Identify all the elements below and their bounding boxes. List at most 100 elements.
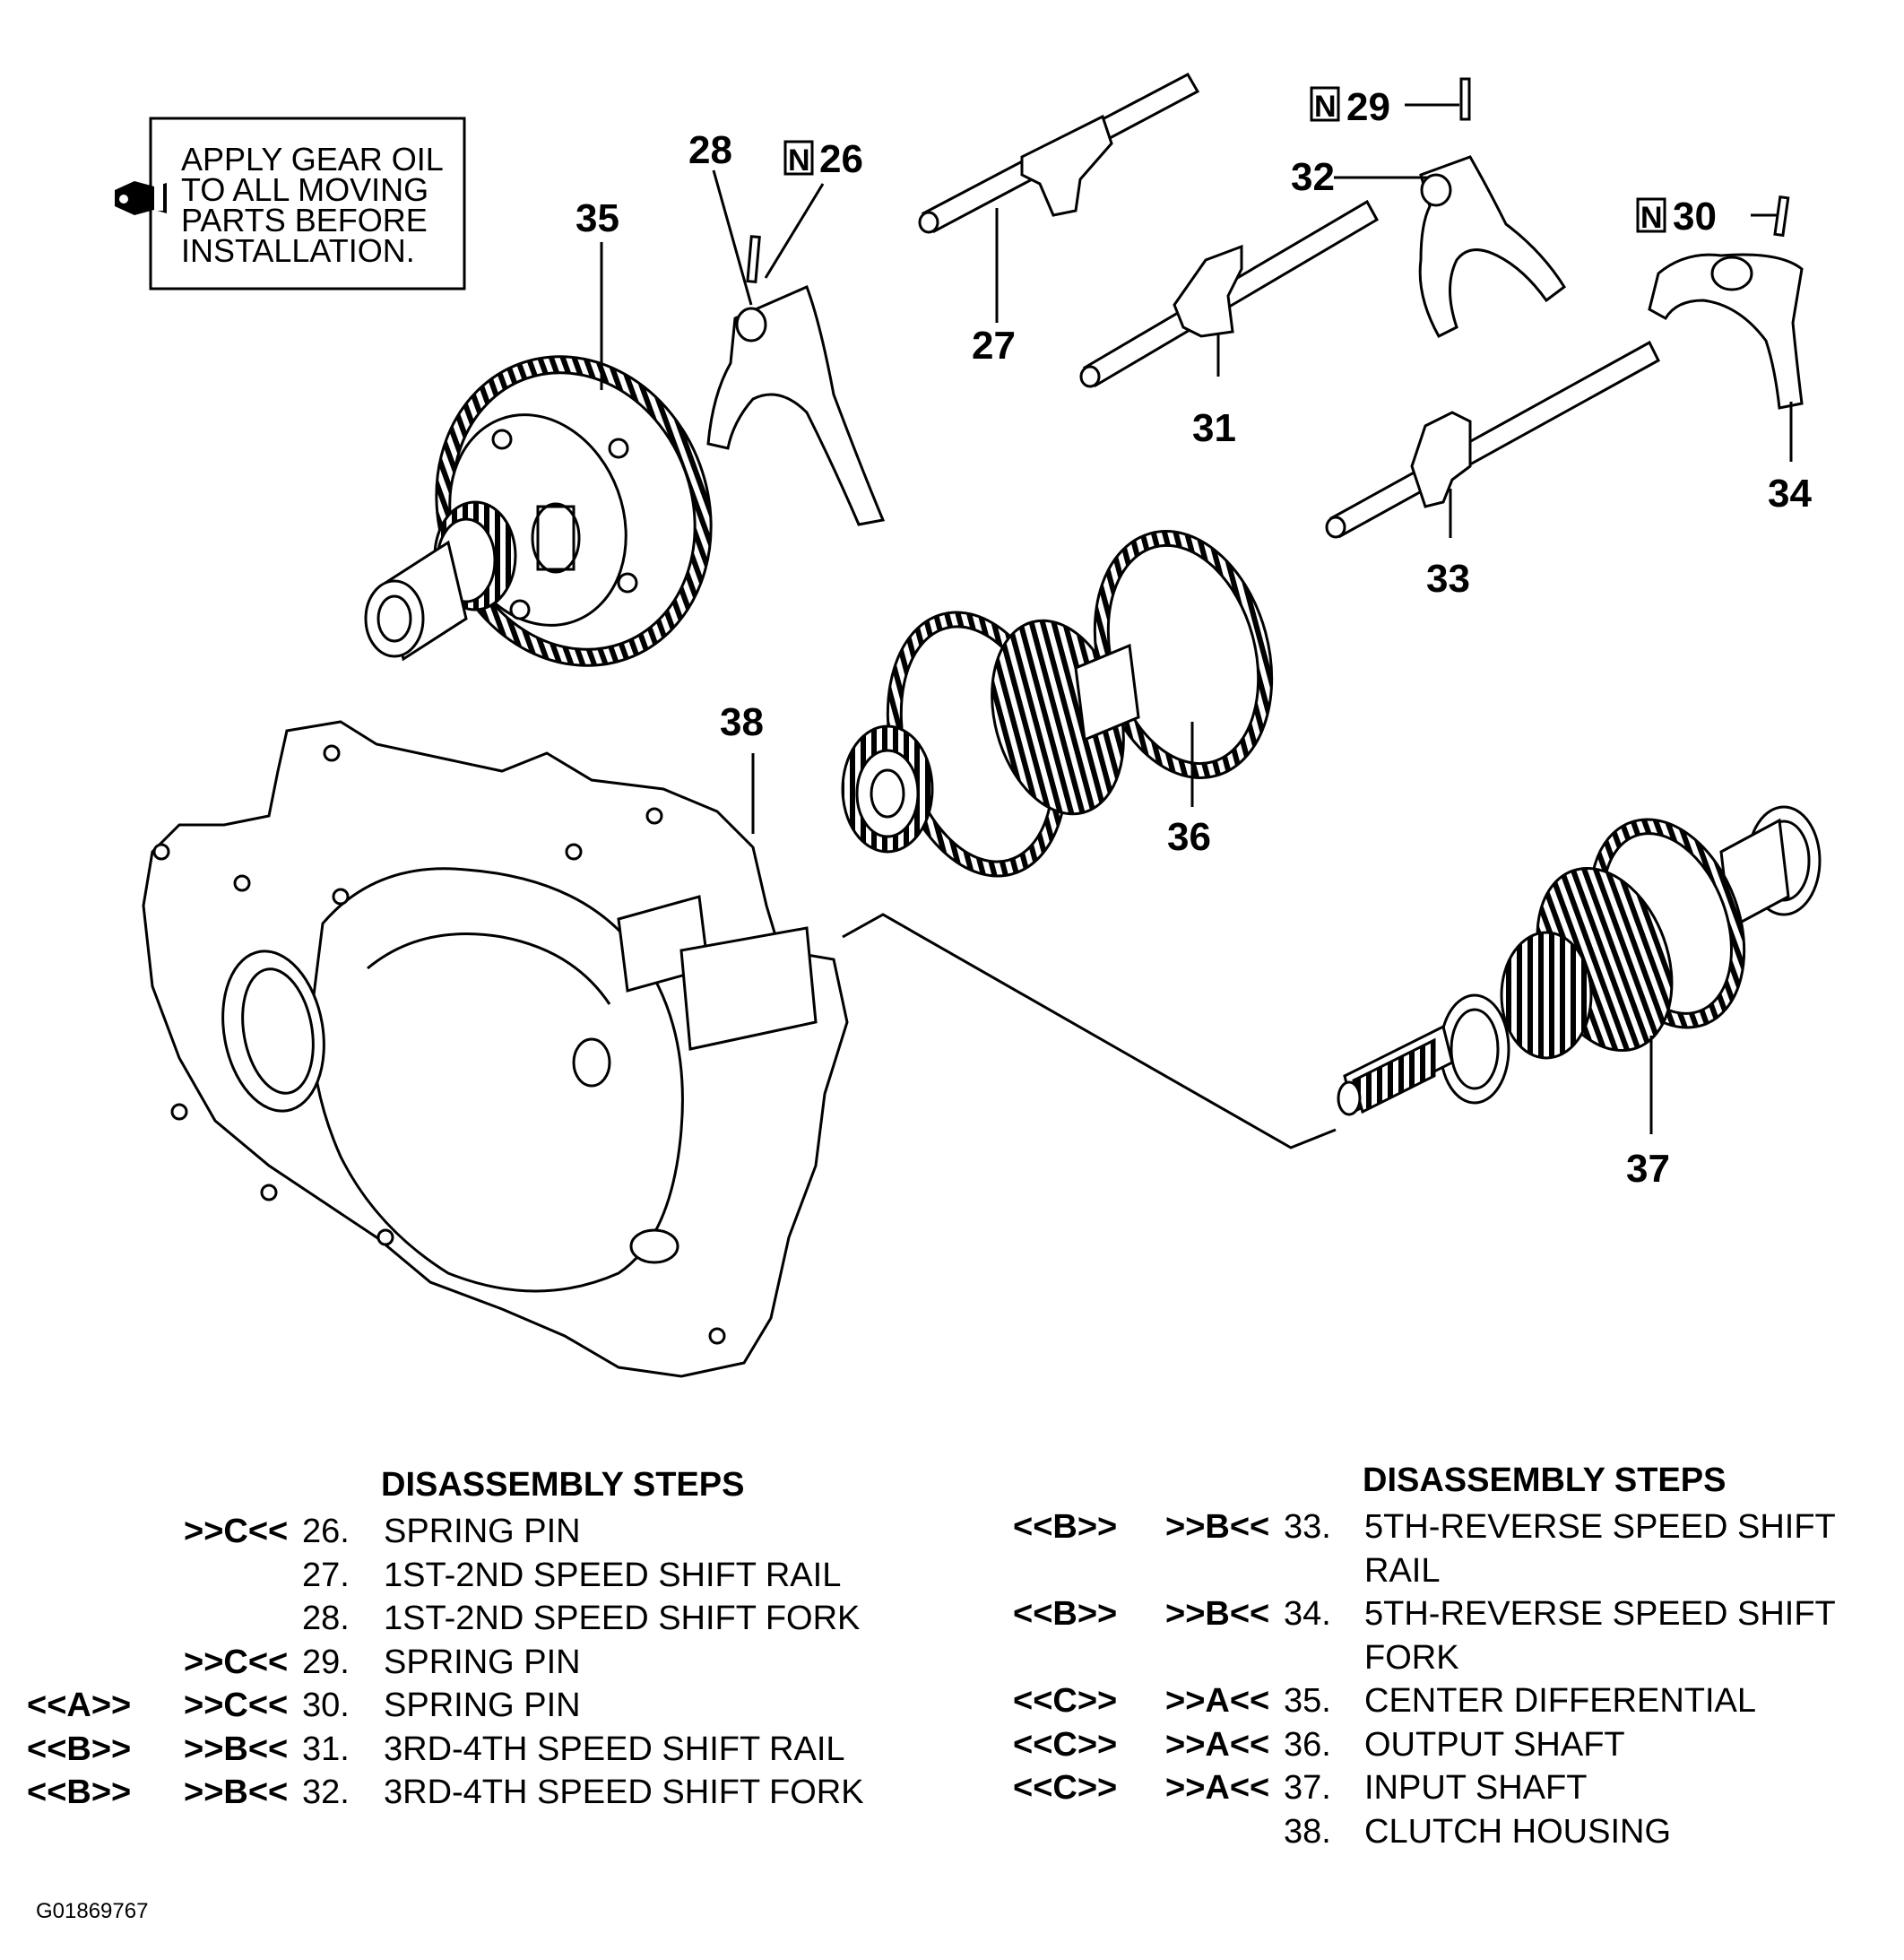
step-number: 33.: [1284, 1508, 1331, 1546]
step-text-continuation: FORK: [1364, 1638, 1459, 1677]
spring-pin-26: [746, 235, 761, 283]
step-number: 36.: [1284, 1725, 1331, 1764]
step-text: OUTPUT SHAFT: [1364, 1725, 1625, 1764]
callout-30: 30: [1673, 195, 1717, 238]
step-row: <<C>> >>A<< 37. INPUT SHAFT: [952, 1769, 1904, 1812]
callout-27: 27: [972, 324, 1016, 368]
step-marker-removal: <<B>>: [1013, 1508, 1118, 1546]
callout-36: 36: [1167, 815, 1211, 859]
callout-33: 33: [1426, 557, 1470, 601]
step-number: 34.: [1284, 1595, 1331, 1633]
callout-37: 37: [1626, 1147, 1670, 1191]
shift-rail-1st-2nd: [918, 73, 1200, 234]
note-line-4: INSTALLATION.: [181, 232, 415, 269]
step-marker-removal: <<B>>: [27, 1774, 132, 1811]
step-marker-install: >>B<<: [1165, 1508, 1270, 1546]
step-marker-install: >>A<<: [1165, 1769, 1270, 1807]
step-number: 27.: [302, 1556, 350, 1594]
center-differential: [364, 355, 713, 667]
step-marker-removal: <<C>>: [1013, 1769, 1118, 1807]
step-text: SPRING PIN: [384, 1643, 581, 1681]
leader-lines: [600, 103, 1793, 1149]
new-part-badge-29: N: [1310, 86, 1340, 124]
step-number: 32.: [302, 1774, 350, 1811]
step-row: 28. 1ST-2ND SPEED SHIFT FORK: [0, 1600, 952, 1643]
callout-26: 26: [819, 137, 863, 181]
step-marker-install: >>C<<: [184, 1513, 289, 1550]
callout-28: 28: [688, 128, 732, 172]
figure-id: G01869767: [36, 1899, 149, 1923]
step-row: <<B>> >>B<< 33. 5TH-REVERSE SPEED SHIFT: [952, 1508, 1904, 1551]
step-text: 1ST-2ND SPEED SHIFT FORK: [384, 1600, 861, 1637]
step-text: 3RD-4TH SPEED SHIFT RAIL: [384, 1730, 845, 1768]
new-part-mark-30: N: [1640, 201, 1663, 235]
callout-34: 34: [1768, 472, 1812, 516]
step-text-continuation: RAIL: [1364, 1551, 1441, 1590]
clutch-housing: [142, 720, 849, 1378]
step-text: INPUT SHAFT: [1364, 1769, 1588, 1807]
spring-pin-30: [1773, 195, 1790, 238]
step-number: 35.: [1284, 1682, 1331, 1720]
callout-38: 38: [720, 700, 764, 744]
step-row: >>C<< 26. SPRING PIN: [0, 1513, 952, 1556]
step-text: SPRING PIN: [384, 1687, 581, 1724]
step-marker-install: >>B<<: [1165, 1595, 1270, 1633]
note-line-3: PARTS BEFORE: [181, 202, 428, 238]
step-marker-install: >>A<<: [1165, 1725, 1270, 1764]
callout-labels: 35 28 N 26 27 31 N 29 32 N 30 34 33 38 3…: [576, 85, 1812, 1191]
step-marker-install: >>A<<: [1165, 1682, 1270, 1720]
step-row: >>C<< 29. SPRING PIN: [0, 1643, 952, 1687]
step-marker-install: >>B<<: [184, 1774, 289, 1811]
step-row: <<B>> >>B<< 31. 3RD-4TH SPEED SHIFT RAIL: [0, 1730, 952, 1774]
callout-32: 32: [1291, 155, 1335, 199]
gear-oil-note: APPLY GEAR OIL TO ALL MOVING PARTS BEFOR…: [115, 117, 466, 291]
callout-31: 31: [1192, 406, 1236, 450]
oil-can-icon: [115, 181, 167, 215]
step-number: 37.: [1284, 1769, 1331, 1807]
step-text: 5TH-REVERSE SPEED SHIFT: [1364, 1508, 1836, 1546]
step-text: 5TH-REVERSE SPEED SHIFT: [1364, 1595, 1836, 1633]
spring-pin-29: [1459, 77, 1471, 121]
shift-fork-5th-reverse: [1648, 253, 1804, 410]
shift-fork-3rd-4th: [1418, 155, 1567, 338]
step-marker-install: >>B<<: [184, 1730, 289, 1768]
step-marker-install: >>C<<: [184, 1643, 289, 1681]
step-number: 38.: [1284, 1812, 1331, 1851]
shift-rail-3rd-4th: [1079, 199, 1380, 388]
step-row: 27. 1ST-2ND SPEED SHIFT RAIL: [0, 1557, 952, 1600]
step-row: <<C>> >>A<< 35. CENTER DIFFERENTIAL: [952, 1682, 1904, 1725]
step-row: 38. CLUTCH HOUSING: [952, 1813, 1904, 1856]
step-marker-install: >>C<<: [184, 1687, 289, 1724]
step-text: SPRING PIN: [384, 1513, 581, 1550]
callout-29: 29: [1346, 85, 1390, 129]
step-row: <<A>> >>C<< 30. SPRING PIN: [0, 1687, 952, 1730]
step-text: CLUTCH HOUSING: [1364, 1812, 1672, 1851]
new-part-mark-26: N: [788, 143, 810, 178]
new-part-badge-30: N: [1636, 197, 1666, 235]
note-line-2: TO ALL MOVING: [181, 171, 428, 208]
step-text: CENTER DIFFERENTIAL: [1364, 1682, 1757, 1720]
steps-left-heading: DISASSEMBLY STEPS: [381, 1466, 745, 1504]
output-shaft: [841, 530, 1274, 878]
step-marker-removal: <<B>>: [1013, 1595, 1118, 1633]
shift-fork-1st-2nd: [706, 284, 886, 526]
step-number: 31.: [302, 1730, 350, 1768]
step-marker-removal: <<B>>: [27, 1730, 132, 1768]
new-part-mark-29: N: [1314, 90, 1337, 124]
step-marker-removal: <<A>>: [27, 1687, 132, 1724]
new-part-badge-26: N: [783, 140, 814, 178]
step-row: <<C>>>>A<<36.OUTPUT SHAFT: [952, 1726, 1904, 1769]
step-row: <<B>> >>B<< 34. 5TH-REVERSE SPEED SHIFT: [952, 1595, 1904, 1638]
shift-rail-5th-reverse: [1325, 340, 1660, 539]
input-shaft: [1337, 805, 1822, 1116]
exploded-view-diagram: APPLY GEAR OIL TO ALL MOVING PARTS BEFOR…: [115, 73, 1822, 1378]
step-number: 26.: [302, 1513, 350, 1550]
step-number: 30.: [302, 1687, 350, 1724]
step-number: 29.: [302, 1643, 350, 1681]
callout-35: 35: [576, 196, 619, 240]
step-marker-removal: <<C>>: [1013, 1682, 1118, 1720]
step-text: 1ST-2ND SPEED SHIFT RAIL: [384, 1556, 842, 1594]
steps-right-heading: DISASSEMBLY STEPS: [1363, 1461, 1727, 1499]
step-number: 28.: [302, 1600, 350, 1637]
note-line-1: APPLY GEAR OIL: [181, 141, 444, 178]
